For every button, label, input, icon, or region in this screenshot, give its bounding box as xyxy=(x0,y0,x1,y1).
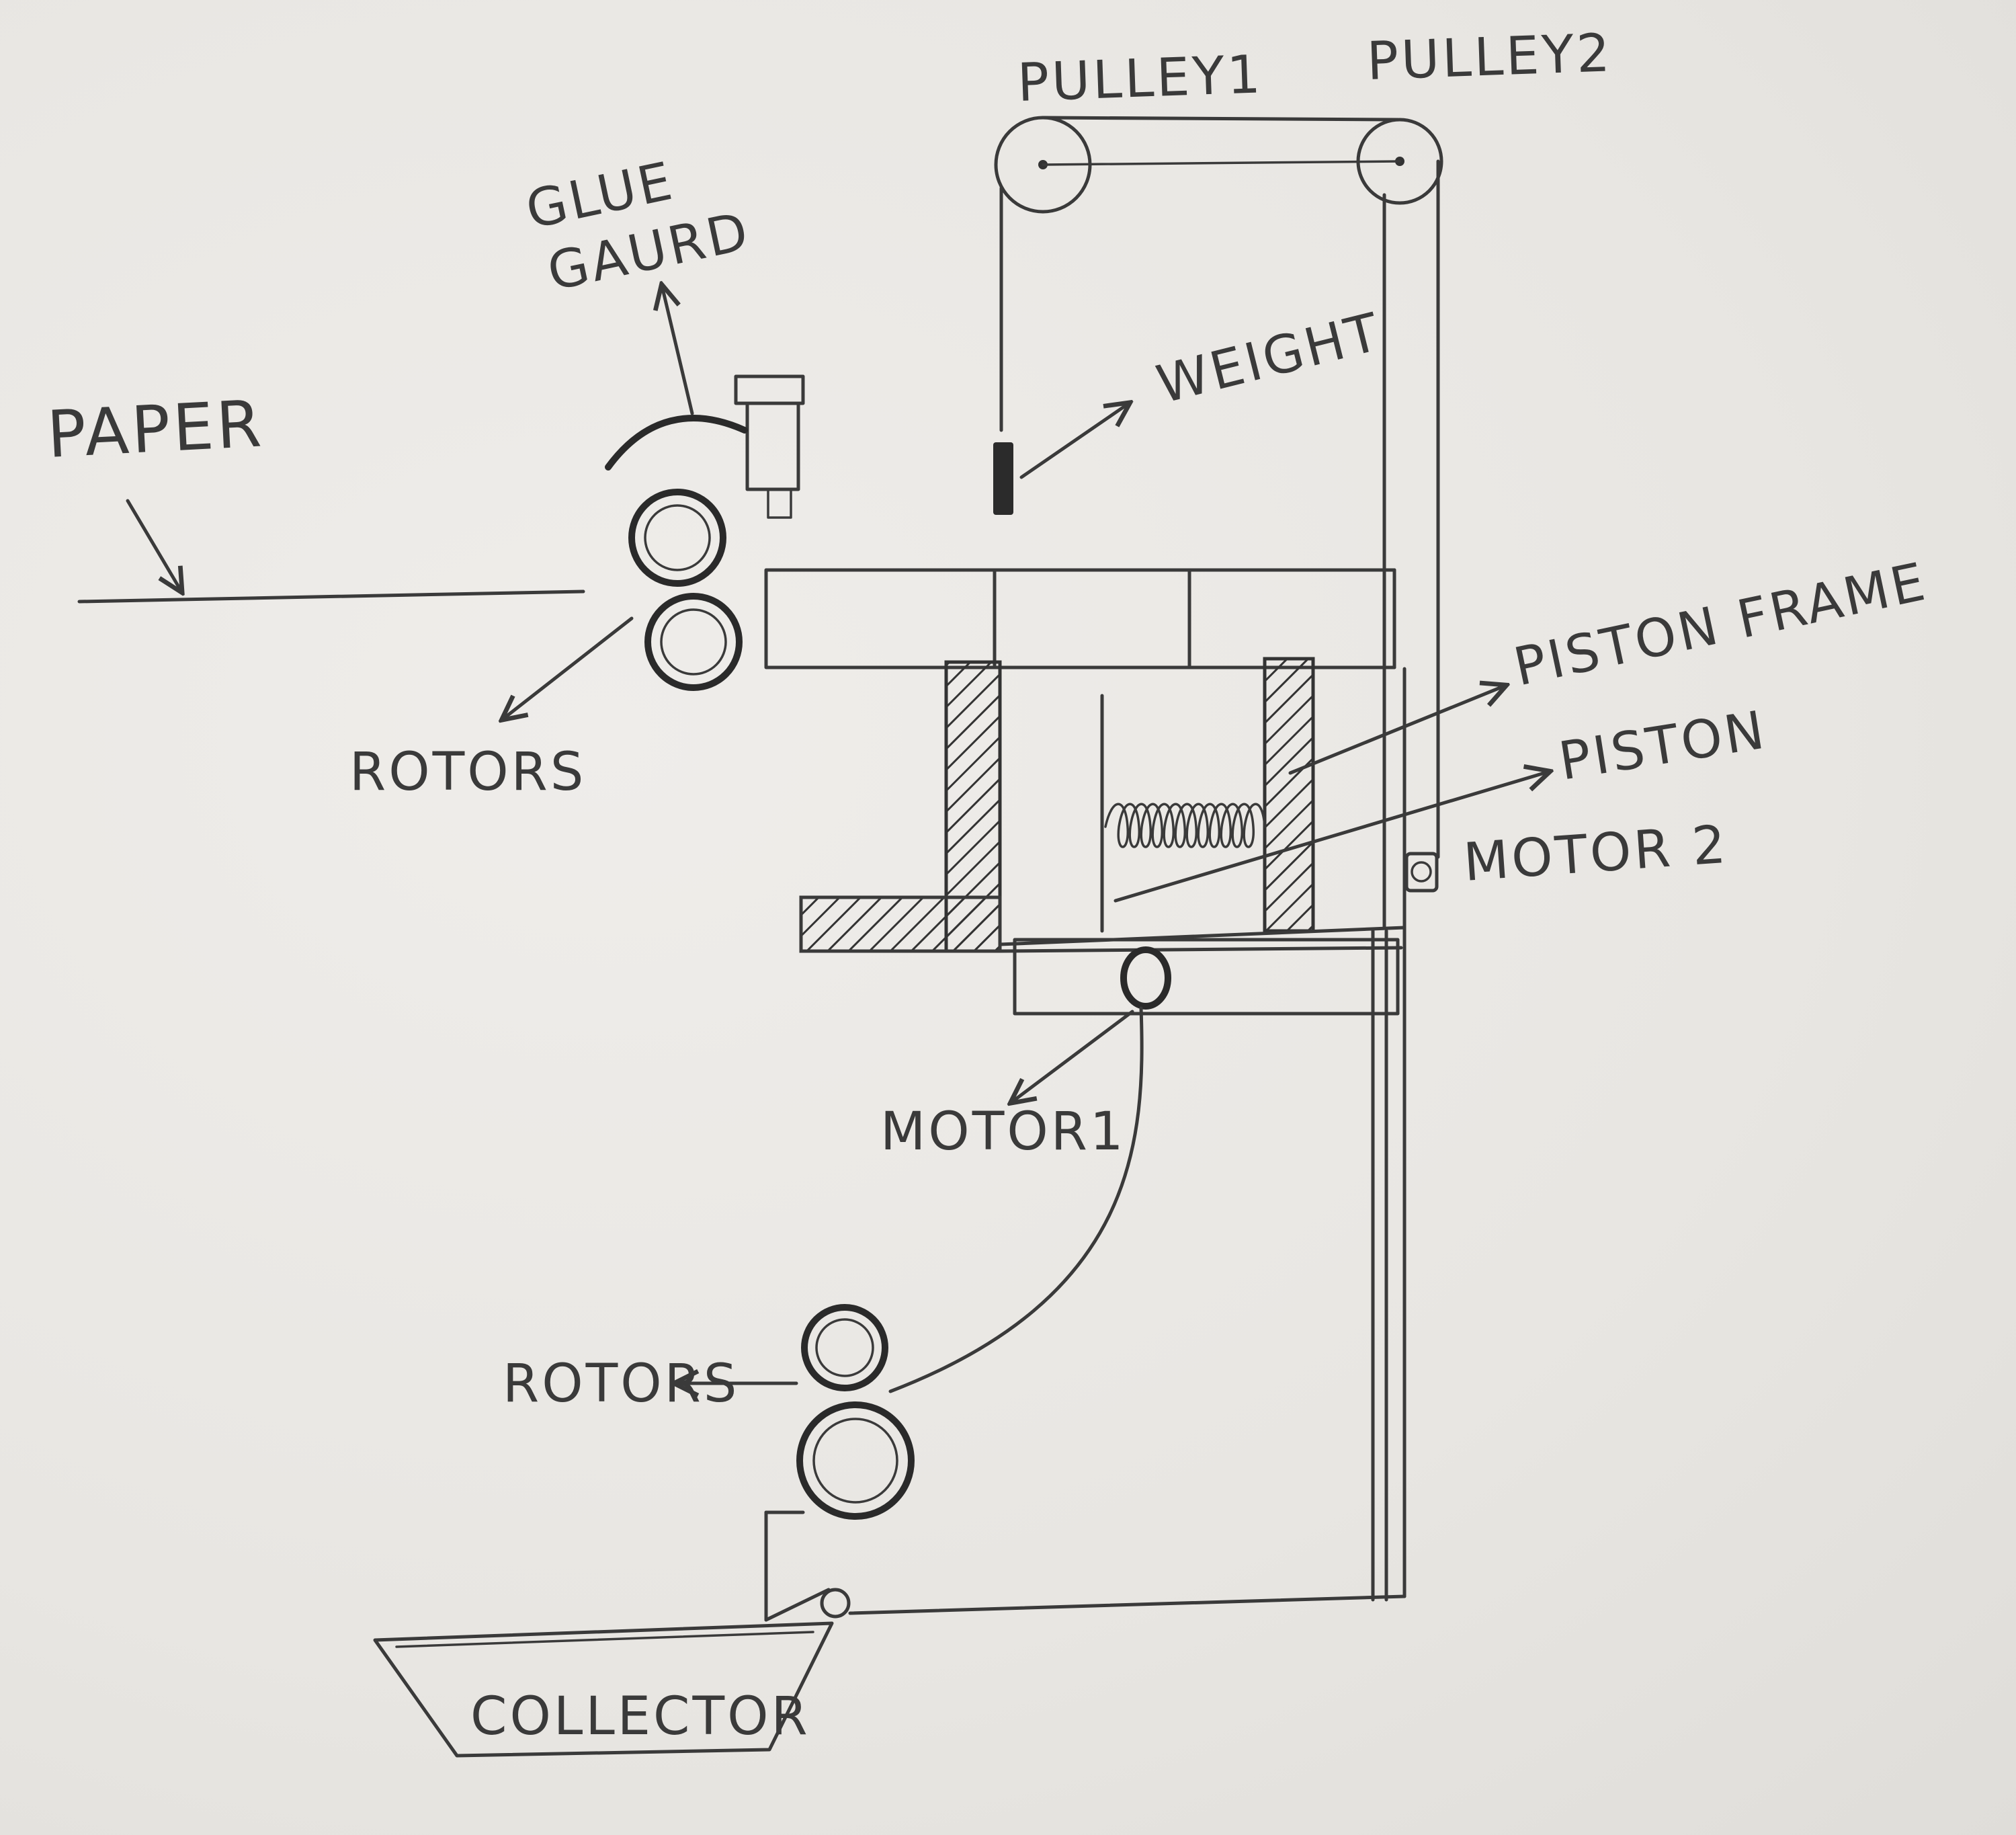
label-motor2: MOTOR 2 xyxy=(1462,815,1730,893)
bottom-rotors xyxy=(800,1307,911,1516)
label-piston-frame: PISTON FRAME xyxy=(1509,551,1933,698)
piston xyxy=(1102,696,1265,931)
arrow-glue-guard xyxy=(662,286,692,413)
label-paper: PAPER xyxy=(45,386,265,473)
label-collector: COLLECTOR xyxy=(470,1686,810,1747)
arrow-paper xyxy=(128,501,181,592)
top-frame xyxy=(766,570,1394,667)
pulley-belt xyxy=(1001,118,1438,928)
motor-2 xyxy=(1406,854,1437,891)
label-arrows xyxy=(128,286,1549,1383)
arrow-motor1 xyxy=(1011,1012,1132,1102)
arrow-piston-frame xyxy=(1290,686,1505,773)
label-rotors-top: ROTORS xyxy=(349,742,586,803)
label-pulley2: PULLEY2 xyxy=(1366,23,1614,92)
top-rotors xyxy=(632,492,739,688)
label-pulley1: PULLEY1 xyxy=(1017,44,1265,114)
lower-frame xyxy=(890,940,1398,1391)
arrow-weight xyxy=(1021,403,1129,477)
label-piston: PISTON xyxy=(1555,700,1771,792)
label-weight: WEIGHT xyxy=(1151,302,1388,416)
arrow-rotors-top xyxy=(503,618,632,719)
bottom-step xyxy=(766,1512,849,1620)
glue-guard xyxy=(608,376,803,518)
paper-sheet xyxy=(79,592,583,602)
weight-block xyxy=(993,442,1013,515)
label-rotors-bottom: ROTORS xyxy=(503,1354,739,1414)
label-motor1: MOTOR1 xyxy=(880,1102,1126,1162)
